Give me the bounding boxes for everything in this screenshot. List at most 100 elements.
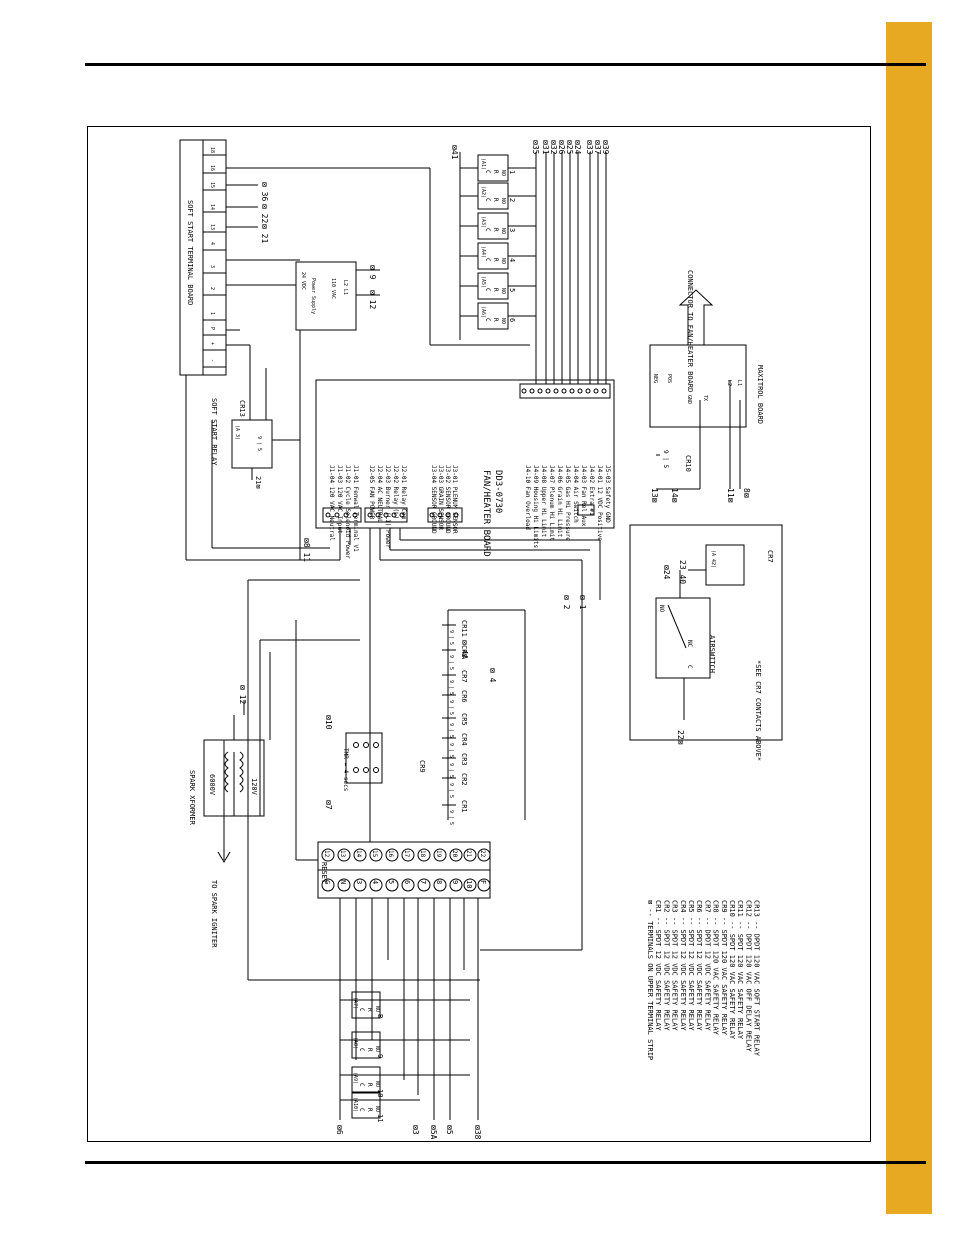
soft-start-terminal: 3 — [209, 265, 215, 268]
soft-start-board-title: SOFT START TERMINAL BOARD — [186, 200, 194, 305]
legend-line: CR9 -- SPDT 120 VAC SAFETY RELAY — [720, 900, 728, 1036]
sensor-r-label: R — [492, 228, 499, 232]
maxitrol-terminal: L2 — [726, 380, 732, 386]
j2-pin — [367, 512, 373, 518]
legend-line: CR1 -- SPDT 12 VDC SAFETY RELAY — [654, 900, 662, 1031]
j2-pin — [391, 512, 397, 518]
fan-heater-board-box — [315, 379, 615, 529]
fan-heater-j4: J4-10 Fan Overload — [524, 465, 531, 530]
j4-pin — [545, 388, 551, 394]
airswitch-nc: NC — [686, 640, 693, 648]
power-supply-label: 24 VDC — [300, 272, 306, 290]
sensor-number: 6 — [508, 318, 516, 322]
bottom-relay-r: R — [366, 1108, 373, 1112]
terminal-strip-left-label: 4 — [371, 880, 379, 884]
legend-line: CR4 -- SPDT 12 VDC SAFETY RELAY — [679, 900, 687, 1031]
terminal-strip-circle — [369, 878, 383, 892]
spark-arrow — [217, 840, 231, 863]
soft-start-terminal: 16 — [209, 165, 215, 171]
soft-start-terminal: 18 — [209, 147, 215, 153]
j4-pin — [585, 388, 591, 394]
terminal-strip-right-label: 18 — [419, 850, 426, 858]
soft-start-relay-tag: (A 3) — [234, 425, 240, 440]
bottom-relay-no: NO — [374, 1106, 380, 1112]
bottom-relay-c: C — [358, 1108, 365, 1112]
fan-heater-j4: J4-05 Gas Hi Pressure — [564, 465, 571, 541]
terminal-strip-circle — [337, 848, 351, 862]
spark-igniter-label: TO SPARK IGNITER — [210, 880, 218, 948]
sensor-number: 1 — [508, 170, 516, 174]
top-rule — [85, 63, 926, 66]
j4-pin — [577, 388, 583, 394]
legend-line: CR8 -- SPDT 120 VAC SAFETY RELAY — [712, 900, 720, 1036]
soft-start-terminal: 15 — [209, 182, 215, 188]
terminal-strip-right-label: 15 — [371, 850, 378, 858]
j2-pin — [399, 512, 405, 518]
sensor-tag: (A4) — [480, 246, 486, 258]
relay-row-pins: 9 | 5 — [448, 783, 454, 798]
sensor-no-label: NO — [500, 170, 506, 176]
cr10-wire: 8⊠ — [742, 488, 751, 498]
relay-row-name: CR3 — [460, 753, 468, 766]
legend-line: ⊠ -- TERMINALS ON UPPER TERMINAL STRIP — [646, 900, 654, 1060]
terminal-strip-circle — [417, 848, 431, 862]
sensor-r-label: R — [492, 318, 499, 322]
bottom-relay-box — [351, 1031, 381, 1059]
sensor-no-label: NO — [500, 318, 506, 324]
terminal-strip-circle — [401, 848, 415, 862]
terminal-strip-circle — [477, 878, 491, 892]
terminal-strip-left-label: 3 — [355, 880, 363, 884]
airswitch-label: AIRSWITCH — [708, 635, 716, 673]
terminal-strip-right-label: 12 — [323, 850, 330, 858]
spark-xformer-title: SPARK XFORMER — [188, 770, 196, 826]
terminal-strip-right-label: 17 — [403, 850, 410, 858]
terminal-strip-left-label: 10 — [465, 880, 473, 888]
terminal-strip-reset: RESET — [320, 862, 328, 884]
relay-row-pins: 9 | 5 — [448, 743, 454, 758]
terminal-strip-circle — [433, 878, 447, 892]
legend-line: CR12 -- DPDT 120 VAC OFF DELAY RELAY — [744, 900, 752, 1053]
terminal-strip-circle — [369, 848, 383, 862]
legend-line: CR3 -- SPDT 12 VDC SAFETY RELAY — [671, 900, 679, 1031]
fan-heater-j1: J1-01 Fenwal Terminal V1 — [352, 465, 359, 552]
j2-pin — [375, 512, 381, 518]
relay-row-name: CR4 — [460, 733, 468, 746]
bottom-relay-c: C — [358, 1048, 365, 1052]
sensor-right-wire: ⊠24 — [573, 140, 582, 155]
fan-heater-j1: J1-04 120 VAC Neutral — [328, 465, 335, 541]
j4-pin — [601, 388, 607, 394]
relay-row-name: CR5 — [460, 713, 468, 726]
j3-pin — [437, 512, 443, 518]
power-supply-label: L2 L1 — [342, 280, 348, 295]
power-supply-wire: ⊠ 12 — [368, 290, 377, 309]
fan-heater-j2: J2-05 FAN POWER — [368, 465, 375, 520]
relay-row-pins: 9 | 5 — [448, 763, 454, 778]
j1-pin — [343, 512, 349, 518]
legend-line: CR10 -- SPDT 120 VAC SAFETY RELAY — [728, 900, 736, 1040]
sensor-contact-label: C — [484, 198, 491, 202]
terminal-strip-right-label: 16 — [387, 850, 394, 858]
terminal-strip-left-label: 7 — [419, 880, 427, 884]
fan-heater-title: FAN/HEATER BOARD — [481, 470, 491, 557]
power-supply-label: Power Supply — [310, 278, 316, 314]
terminal-strip-right-label: 19 — [435, 850, 442, 858]
sensor-right-wire: ⊠25 — [565, 140, 574, 155]
maxitrol-board-box — [649, 344, 747, 428]
j4-pin — [593, 388, 599, 394]
terminal-strip-circle — [463, 848, 477, 862]
fan-heater-j2: J2-01 Relay Com — [400, 465, 407, 520]
j1-pin — [325, 512, 331, 518]
cr7-tag: (A 42) — [710, 550, 716, 568]
airswitch-wire: ⊠24 — [662, 565, 671, 580]
bottom-relay-wire: ⊠6 — [335, 1125, 344, 1135]
terminal-strip-circle — [353, 848, 367, 862]
bottom-relay-tag: (A8) — [352, 1037, 358, 1049]
fan-heater-j4: J4-04 Air Switch — [572, 465, 579, 523]
fan-heater-j4: J4-08 Upper Hi Limit — [540, 465, 547, 538]
bottom-relay-wire: ⊠3 — [411, 1125, 420, 1135]
fan-heater-j4: J4-07 Plenum Hi Limit — [548, 465, 555, 541]
fan-heater-j3: J3-02 SENSOR GROUND — [444, 465, 451, 534]
j3-pin — [445, 512, 451, 518]
fan-heater-j3: J3-04 SENSOR GROUND — [430, 465, 437, 534]
fan-heater-j4: J4-01 12 VDC Positive — [596, 465, 603, 541]
